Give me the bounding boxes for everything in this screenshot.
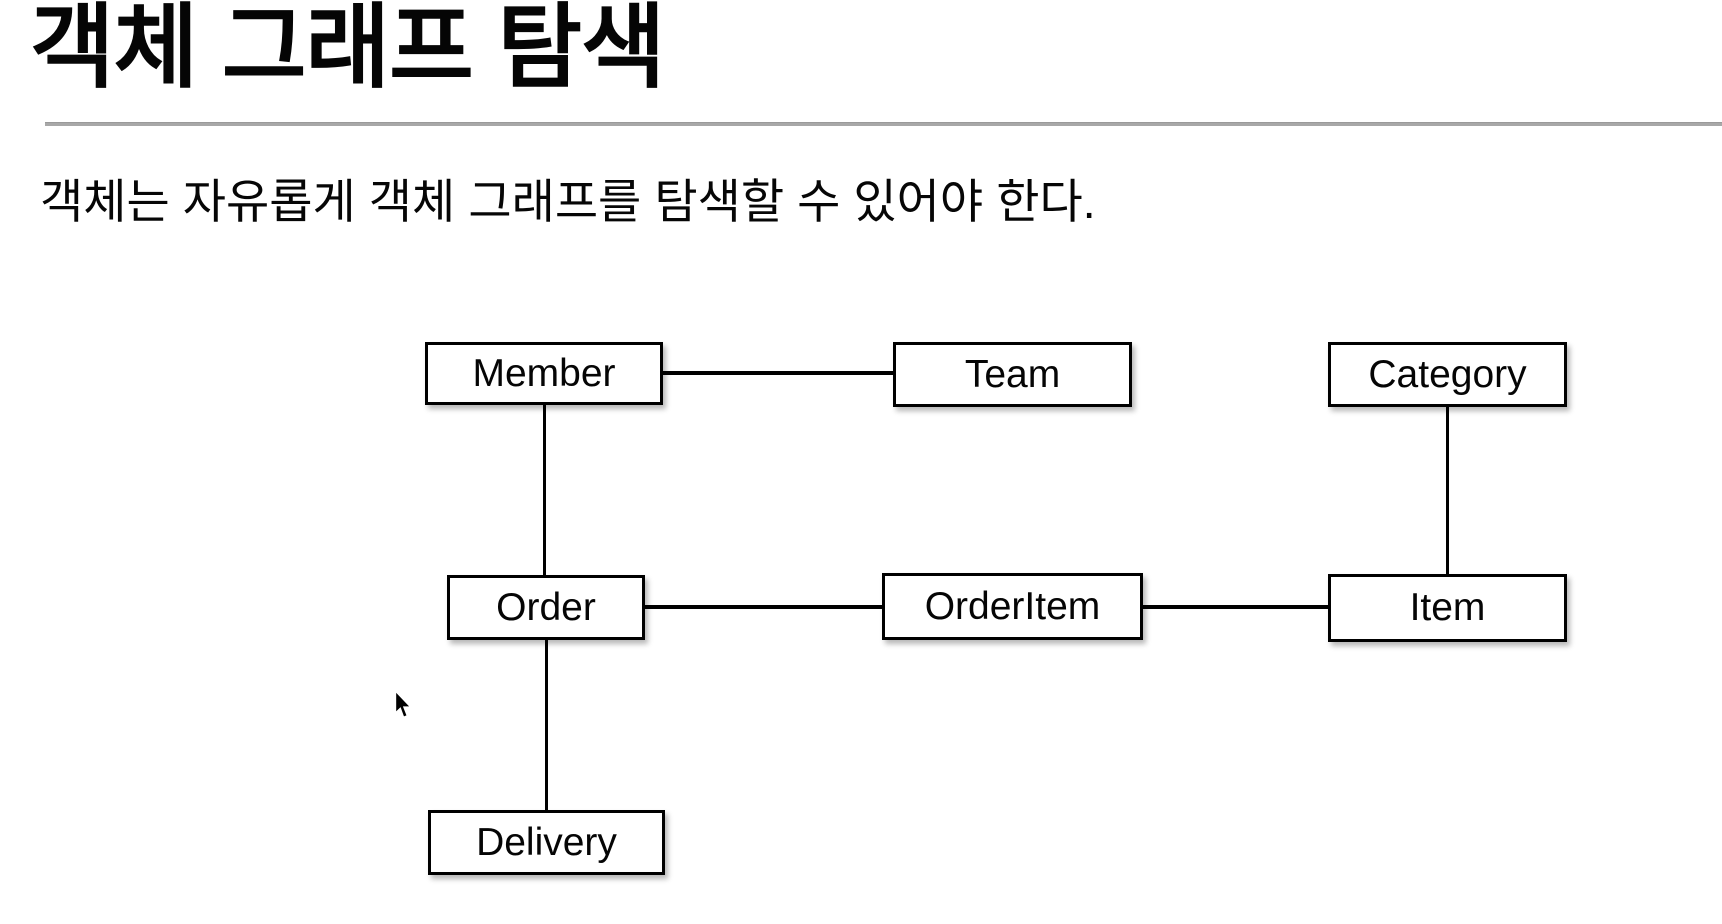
edge-order-delivery bbox=[545, 640, 548, 810]
node-order: Order bbox=[447, 575, 645, 640]
node-delivery: Delivery bbox=[428, 810, 665, 875]
edge-member-order bbox=[543, 405, 546, 575]
node-item: Item bbox=[1328, 574, 1567, 642]
node-category: Category bbox=[1328, 342, 1567, 407]
edge-orderitem-item bbox=[1143, 605, 1328, 609]
node-team: Team bbox=[893, 342, 1132, 407]
node-orderitem-label: OrderItem bbox=[924, 584, 1101, 628]
node-item-label: Item bbox=[1409, 586, 1486, 629]
node-team-label: Team bbox=[964, 352, 1061, 396]
edge-order-orderitem bbox=[645, 605, 882, 609]
mouse-cursor-icon bbox=[394, 690, 412, 718]
node-order-label: Order bbox=[496, 585, 596, 629]
title-divider bbox=[45, 122, 1722, 126]
node-delivery-label: Delivery bbox=[476, 820, 617, 864]
page-title: 객체 그래프 탐색 bbox=[30, 0, 666, 99]
edge-category-item bbox=[1446, 407, 1449, 574]
node-category-label: Category bbox=[1368, 352, 1527, 396]
edge-member-team bbox=[663, 371, 893, 375]
slide-subtitle: 객체는 자유롭게 객체 그래프를 탐색할 수 있어야 한다. bbox=[40, 175, 1096, 228]
node-member: Member bbox=[425, 342, 663, 405]
node-member-label: Member bbox=[472, 351, 616, 395]
node-orderitem: OrderItem bbox=[882, 573, 1143, 640]
